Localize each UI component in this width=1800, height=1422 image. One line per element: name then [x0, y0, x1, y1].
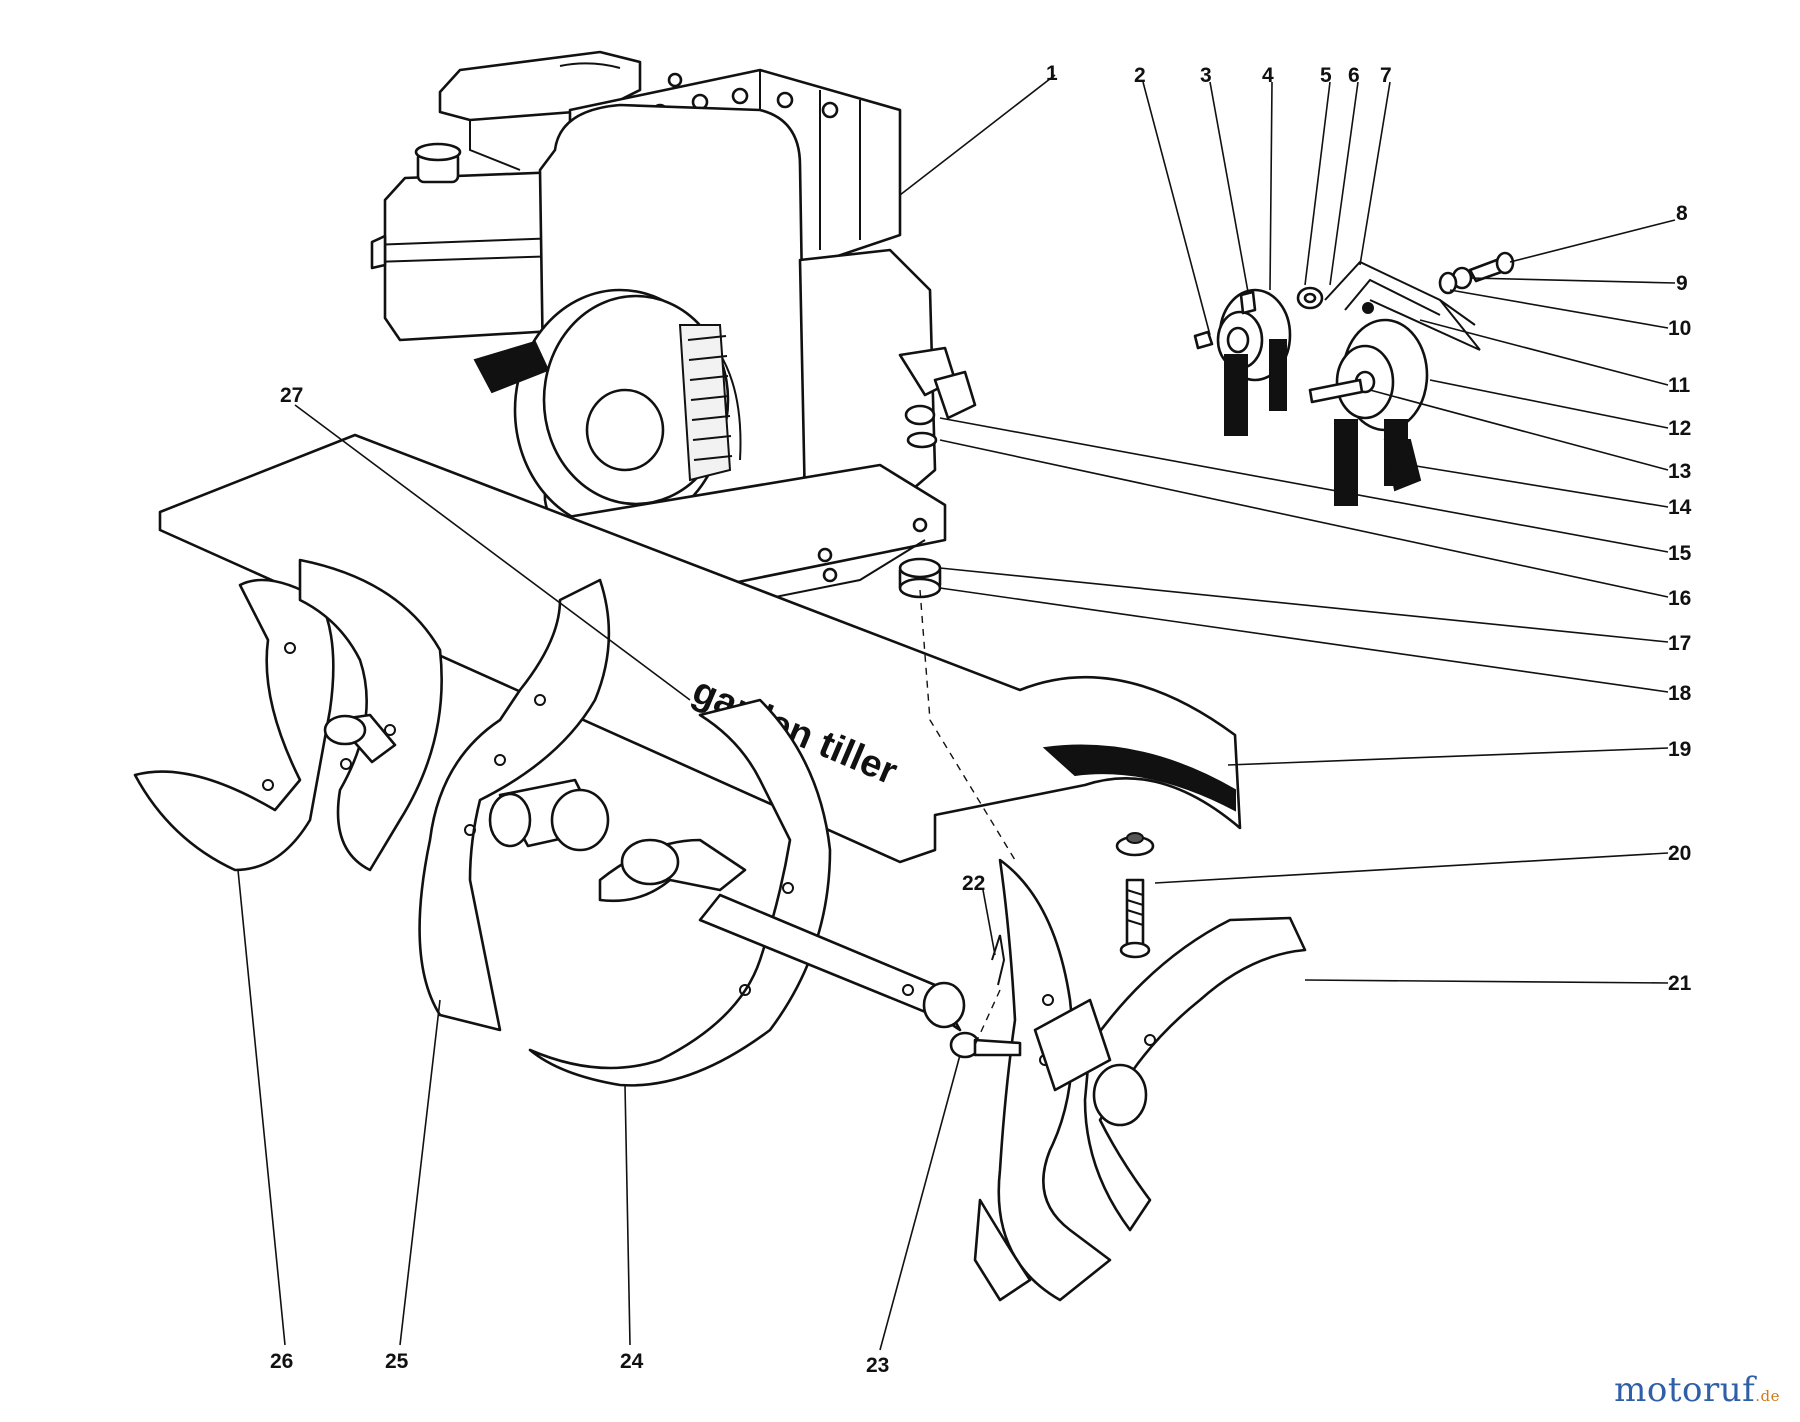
- ref-line-pin: [974, 989, 1001, 1046]
- callout-18: 18: [1668, 682, 1692, 705]
- hardware-pins: [949, 934, 1022, 1059]
- callout-27: 27: [280, 384, 303, 407]
- hardware-bolt-20: [1115, 832, 1155, 959]
- ref-line-engine-to-shield: [919, 589, 1016, 861]
- callout-17: 17: [1668, 632, 1691, 655]
- callout-23: 23: [866, 1354, 889, 1377]
- callout-10: 10: [1668, 317, 1691, 340]
- callout-4: 4: [1262, 64, 1274, 87]
- callout-11: 11: [1668, 374, 1691, 397]
- callout-19: 19: [1668, 738, 1691, 761]
- hardware-spacers: [898, 404, 942, 599]
- engine: [370, 50, 977, 612]
- watermark-logo: motoruf.de: [1614, 1370, 1780, 1410]
- callout-13: 13: [1668, 460, 1691, 483]
- callout-14: 14: [1668, 496, 1692, 519]
- watermark-name: motoruf: [1614, 1370, 1756, 1410]
- callout-22: 22: [962, 872, 985, 895]
- callout-12: 12: [1668, 417, 1691, 440]
- callout-25: 25: [385, 1350, 409, 1373]
- callout-16: 16: [1668, 587, 1691, 610]
- tine-shaft: [323, 713, 966, 1032]
- callout-15: 15: [1668, 542, 1692, 565]
- leader-lines: [237, 74, 1676, 1351]
- callout-1: 1: [1046, 62, 1058, 85]
- callout-2: 2: [1134, 64, 1146, 87]
- callout-5: 5: [1320, 64, 1332, 87]
- callout-7: 7: [1380, 64, 1392, 87]
- callout-20: 20: [1668, 842, 1691, 865]
- callout-21: 21: [1668, 972, 1692, 995]
- watermark-suffix: .de: [1755, 1387, 1780, 1405]
- callout-3: 3: [1200, 64, 1212, 87]
- tine-assembly-right: [973, 858, 1307, 1302]
- callout-24: 24: [620, 1350, 644, 1373]
- tine-assembly-left: [133, 558, 832, 1087]
- callout-6: 6: [1348, 64, 1360, 87]
- callouts: 1 2 3 4 5 6 7 8 9 10 11 12 13 14 15 16 1…: [270, 62, 1692, 1377]
- callout-9: 9: [1676, 272, 1688, 295]
- callout-8: 8: [1676, 202, 1688, 225]
- callout-26: 26: [270, 1350, 293, 1373]
- pulley-assembly: [1193, 251, 1515, 506]
